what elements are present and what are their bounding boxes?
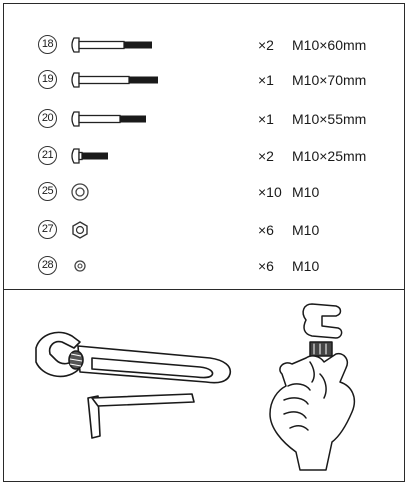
small-washer-icon [74,260,86,272]
bolt-icon [71,72,158,88]
part-row-25: 25 ×10 M10 [0,182,410,206]
bolt-icon [71,148,108,164]
part-number: 18 [38,35,57,54]
part-spec: M10 [292,258,320,274]
part-row-18: 18 ×2 M10×60mm [0,35,410,59]
hex-nut-icon [72,221,88,239]
section-divider [3,289,405,290]
part-spec: M10×25mm [292,148,367,164]
part-row-21: 21 ×2 M10×25mm [0,146,410,170]
part-number: 20 [38,109,57,128]
washer-icon [71,183,89,201]
hand-tightening-illustration [269,303,356,471]
part-spec: M10×60mm [292,37,367,53]
part-quantity: ×10 [258,184,282,200]
part-quantity: ×2 [258,37,274,53]
allen-key-icon [87,393,195,439]
part-number: 27 [38,220,57,239]
tools-illustration [35,303,356,471]
bolt-icon [71,111,146,127]
part-number: 28 [38,256,57,275]
bolt-icon [71,37,152,53]
part-number: 19 [38,70,57,89]
part-quantity: ×6 [258,258,274,274]
part-quantity: ×1 [258,111,274,127]
part-number: 25 [38,182,57,201]
part-spec: M10×70mm [292,72,367,88]
part-quantity: ×6 [258,222,274,238]
part-spec: M10 [292,184,320,200]
part-spec: M10 [292,222,320,238]
part-quantity: ×1 [258,72,274,88]
part-row-20: 20 ×1 M10×55mm [0,109,410,133]
part-number: 21 [38,146,57,165]
parts-sheet-frame [3,3,405,482]
part-row-19: 19 ×1 M10×70mm [0,70,410,94]
part-row-28: 28 ×6 M10 [0,256,410,280]
part-spec: M10×55mm [292,111,367,127]
part-row-27: 27 ×6 M10 [0,220,410,244]
part-quantity: ×2 [258,148,274,164]
adjustable-wrench-icon [35,331,232,384]
